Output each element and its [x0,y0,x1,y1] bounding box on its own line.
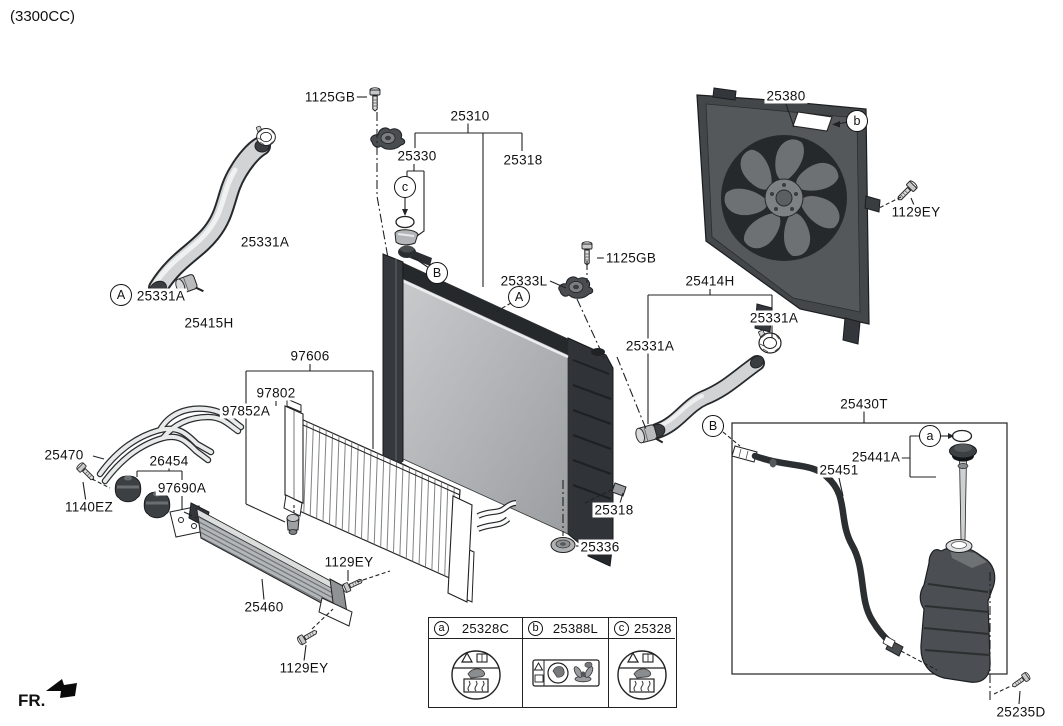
screw-25235d [1009,671,1032,691]
radiator-cap [394,215,419,246]
front-direction-arrow-icon [46,679,77,698]
engine-displacement-label: (3300CC) [10,8,76,25]
part-label-25380: 25380 [764,88,808,104]
lower-radiator-hose [648,355,765,439]
arrowhead [948,433,954,439]
legend-cell-b: b 25388L [523,618,609,707]
part-label-1129ey: 1129EY [277,660,331,676]
part-label-25470: 25470 [42,447,86,463]
callout-c: c [394,176,416,198]
part-label-25331a: 25331A [623,338,677,354]
fan-warning-icon [531,659,600,687]
callout-a: A [110,284,132,306]
legend-letter-c: c [614,620,629,636]
reservoir-group-box [731,422,1008,675]
hose-clamp [757,329,782,354]
leader-lines [82,96,1021,705]
lower-mount-grommet [550,537,576,553]
reservoir-tank [919,539,996,683]
callout-a: a [919,425,941,447]
part-label-25336: 25336 [578,539,622,555]
cooling-fan-assembly [696,87,881,345]
condenser [283,398,473,603]
part-label-25333l: 25333L [498,273,550,289]
part-label-25451: 25451 [817,462,861,478]
arrowhead [832,121,840,128]
radiator-side-bracket [611,482,627,497]
bolt-1129ey [295,626,320,647]
hose-fitting [731,445,758,463]
part-label-25310: 25310 [448,108,492,124]
bolt-1129ey [340,575,365,594]
legend-part-25328c: 25328C [461,620,510,636]
cap-o-ring [951,429,973,443]
oil-cooler [169,502,353,627]
callout-b: B [702,415,724,437]
upper-radiator-hose [148,136,271,298]
part-label-97606: 97606 [288,348,332,364]
legend-cell-a: a 25328C [429,618,523,707]
part-label-25460: 25460 [242,599,286,615]
callout-b: B [426,262,448,284]
condenser-drain-plug [286,514,300,535]
hot-coolant-warning-icon [450,650,501,700]
warning-label-legend-table: a 25328C b 25388L [428,617,677,708]
part-label-1129ey: 1129EY [889,204,943,220]
hose-clamp [255,125,276,147]
part-label-97690a: 97690A [155,480,209,496]
legend-cell-c: c 25328 [609,618,675,707]
fan-caution-plate [792,111,833,132]
legend-letter-b: b [528,620,543,636]
callout-a: A [508,286,530,308]
part-label-25414h: 25414H [683,273,737,289]
part-label-1140ez: 1140EZ [62,499,116,515]
part-label-25331a: 25331A [238,234,292,250]
reservoir-assembly [731,422,1008,683]
legend-letter-a: a [434,620,449,636]
part-label-26454: 26454 [147,453,191,469]
part-label-1129ey: 1129EY [322,554,376,570]
oil-cooler-pipes [96,405,245,485]
pipe-mount-grommet [113,474,143,504]
part-label-25330: 25330 [395,148,439,164]
legend-part-25388l: 25388L [552,620,599,636]
reservoir-hose [751,452,897,649]
cap-o-ring [395,215,415,229]
front-direction-label: FR. [18,691,46,710]
radiator [382,245,627,567]
part-label-1125gb: 1125GB [302,89,358,105]
part-label-25331a: 25331A [134,288,188,304]
arrowhead [402,209,408,216]
part-label-1125gb: 1125GB [603,250,659,266]
part-label-97852a: 97852A [219,403,273,419]
part-label-25331a: 25331A [747,310,801,326]
radiator-mount-insulator [370,127,406,150]
part-label-25318: 25318 [592,502,636,518]
callout-b: b [846,110,868,132]
part-label-25415h: 25415H [182,315,236,331]
part-label-97802: 97802 [254,385,298,401]
part-label-25235d: 25235D [994,704,1048,720]
hot-coolant-warning-icon [617,650,667,700]
reservoir-cap [949,429,977,541]
part-label-25318: 25318 [501,152,545,168]
bolt-1129ey [894,179,919,204]
legend-part-25328: 25328 [634,620,672,636]
bolt-1125gb [369,87,381,112]
part-label-25441a: 25441A [849,449,903,465]
part-label-25430t: 25430T [838,396,890,412]
